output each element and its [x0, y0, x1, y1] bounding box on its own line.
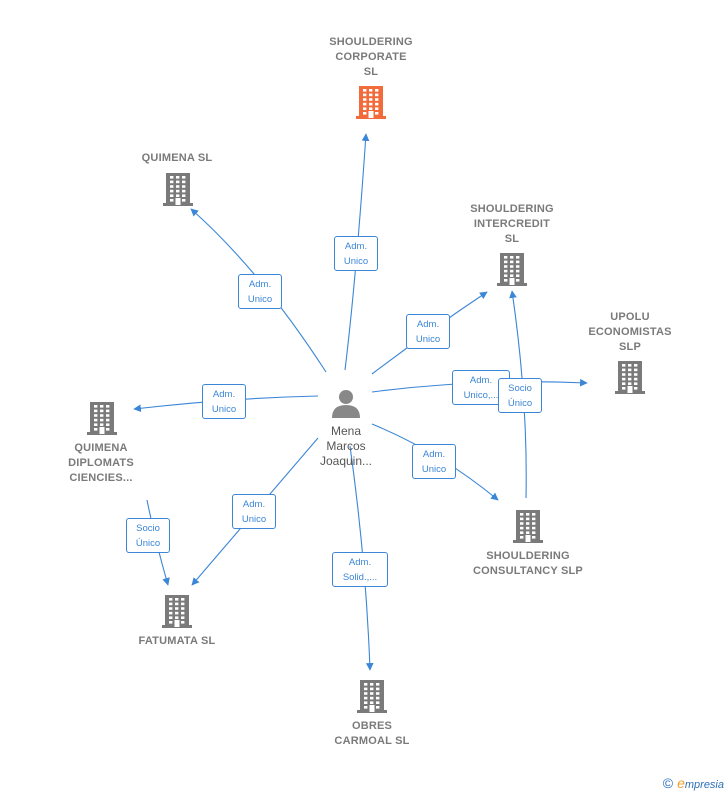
company-node-shouldering-corporate[interactable] — [356, 85, 386, 124]
company-name-shouldering-consultancy[interactable]: SHOULDERING CONSULTANCY SLP — [473, 550, 583, 577]
relation-label-shouldering-intercredit[interactable]: Socio Único — [498, 378, 542, 413]
brand-name: mpresia — [684, 779, 724, 791]
relation-label-shouldering-consultancy[interactable]: Adm. Unico — [412, 444, 456, 479]
empresia-logo: ©empresia — [663, 775, 724, 791]
relation-label-quimena[interactable]: Adm. Unico — [238, 274, 282, 309]
relation-label-fatumata[interactable]: Adm. Unico — [232, 494, 276, 529]
company-name-shouldering-corporate[interactable]: SHOULDERING CORPORATE SL — [329, 36, 413, 78]
company-name-upolu[interactable]: UPOLU ECONOMISTAS SLP — [588, 311, 672, 353]
building-icon — [615, 361, 645, 394]
person-node[interactable] — [331, 388, 361, 423]
building-icon — [513, 510, 543, 543]
company-name-quimena-diplomats[interactable]: QUIMENA DIPLOMATS CIENCIES... — [68, 442, 134, 484]
copyright-icon: © — [662, 775, 674, 791]
relation-label-shouldering-intercredit[interactable]: Adm. Unico — [406, 314, 450, 349]
company-name-quimena[interactable]: QUIMENA SL — [141, 152, 213, 164]
company-node-obres-carmoal[interactable] — [357, 679, 387, 718]
brand-initial: e — [677, 775, 685, 791]
relation-label-obres-carmoal[interactable]: Adm. Solid.,... — [332, 552, 388, 587]
relation-label-quimena-diplomats[interactable]: Adm. Unico — [202, 384, 246, 419]
building-icon — [162, 595, 192, 628]
relation-label-shouldering-corporate[interactable]: Adm. Unico — [334, 236, 378, 271]
person-name[interactable]: Mena Marcos Joaquin... — [319, 424, 373, 468]
building-icon — [356, 86, 386, 119]
company-node-upolu[interactable] — [615, 360, 645, 399]
company-node-fatumata[interactable] — [162, 594, 192, 633]
company-node-shouldering-consultancy[interactable] — [513, 509, 543, 548]
relation-label-fatumata[interactable]: Socio Único — [126, 518, 170, 553]
person-icon — [332, 390, 360, 418]
company-name-fatumata[interactable]: FATUMATA SL — [138, 635, 216, 647]
building-icon — [497, 253, 527, 286]
company-node-shouldering-intercredit[interactable] — [497, 252, 527, 291]
company-name-obres-carmoal[interactable]: OBRES CARMOAL SL — [334, 720, 410, 747]
building-icon — [87, 402, 117, 435]
company-node-quimena-diplomats[interactable] — [87, 401, 117, 440]
building-icon — [163, 173, 193, 206]
building-icon — [357, 680, 387, 713]
company-name-shouldering-intercredit[interactable]: SHOULDERING INTERCREDIT SL — [470, 203, 554, 245]
company-node-quimena[interactable] — [163, 172, 193, 211]
